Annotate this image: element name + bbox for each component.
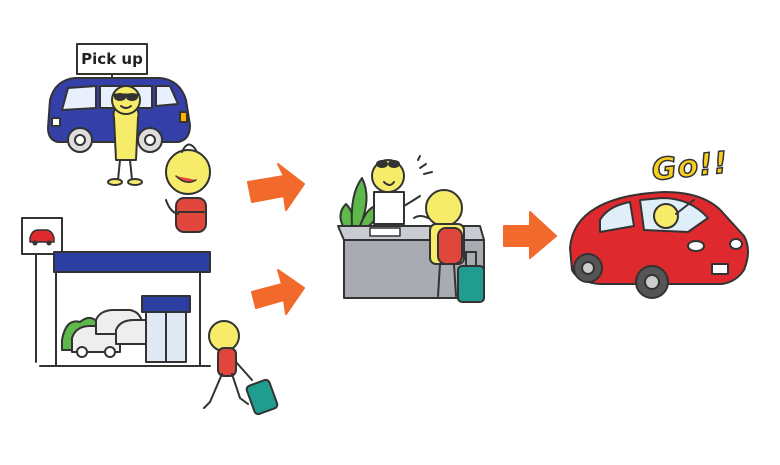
arrow-right-icon (503, 211, 557, 259)
pickup-sign-label: Pick up (81, 50, 143, 68)
counter-scene (337, 155, 485, 303)
rental-car (569, 191, 749, 299)
traveler-backpack (165, 143, 211, 233)
arrow-right-icon (251, 269, 305, 315)
staff-person (107, 85, 143, 186)
traveler-suitcase (203, 320, 279, 416)
rental-office (21, 217, 211, 367)
arrow-right-icon (247, 163, 305, 211)
